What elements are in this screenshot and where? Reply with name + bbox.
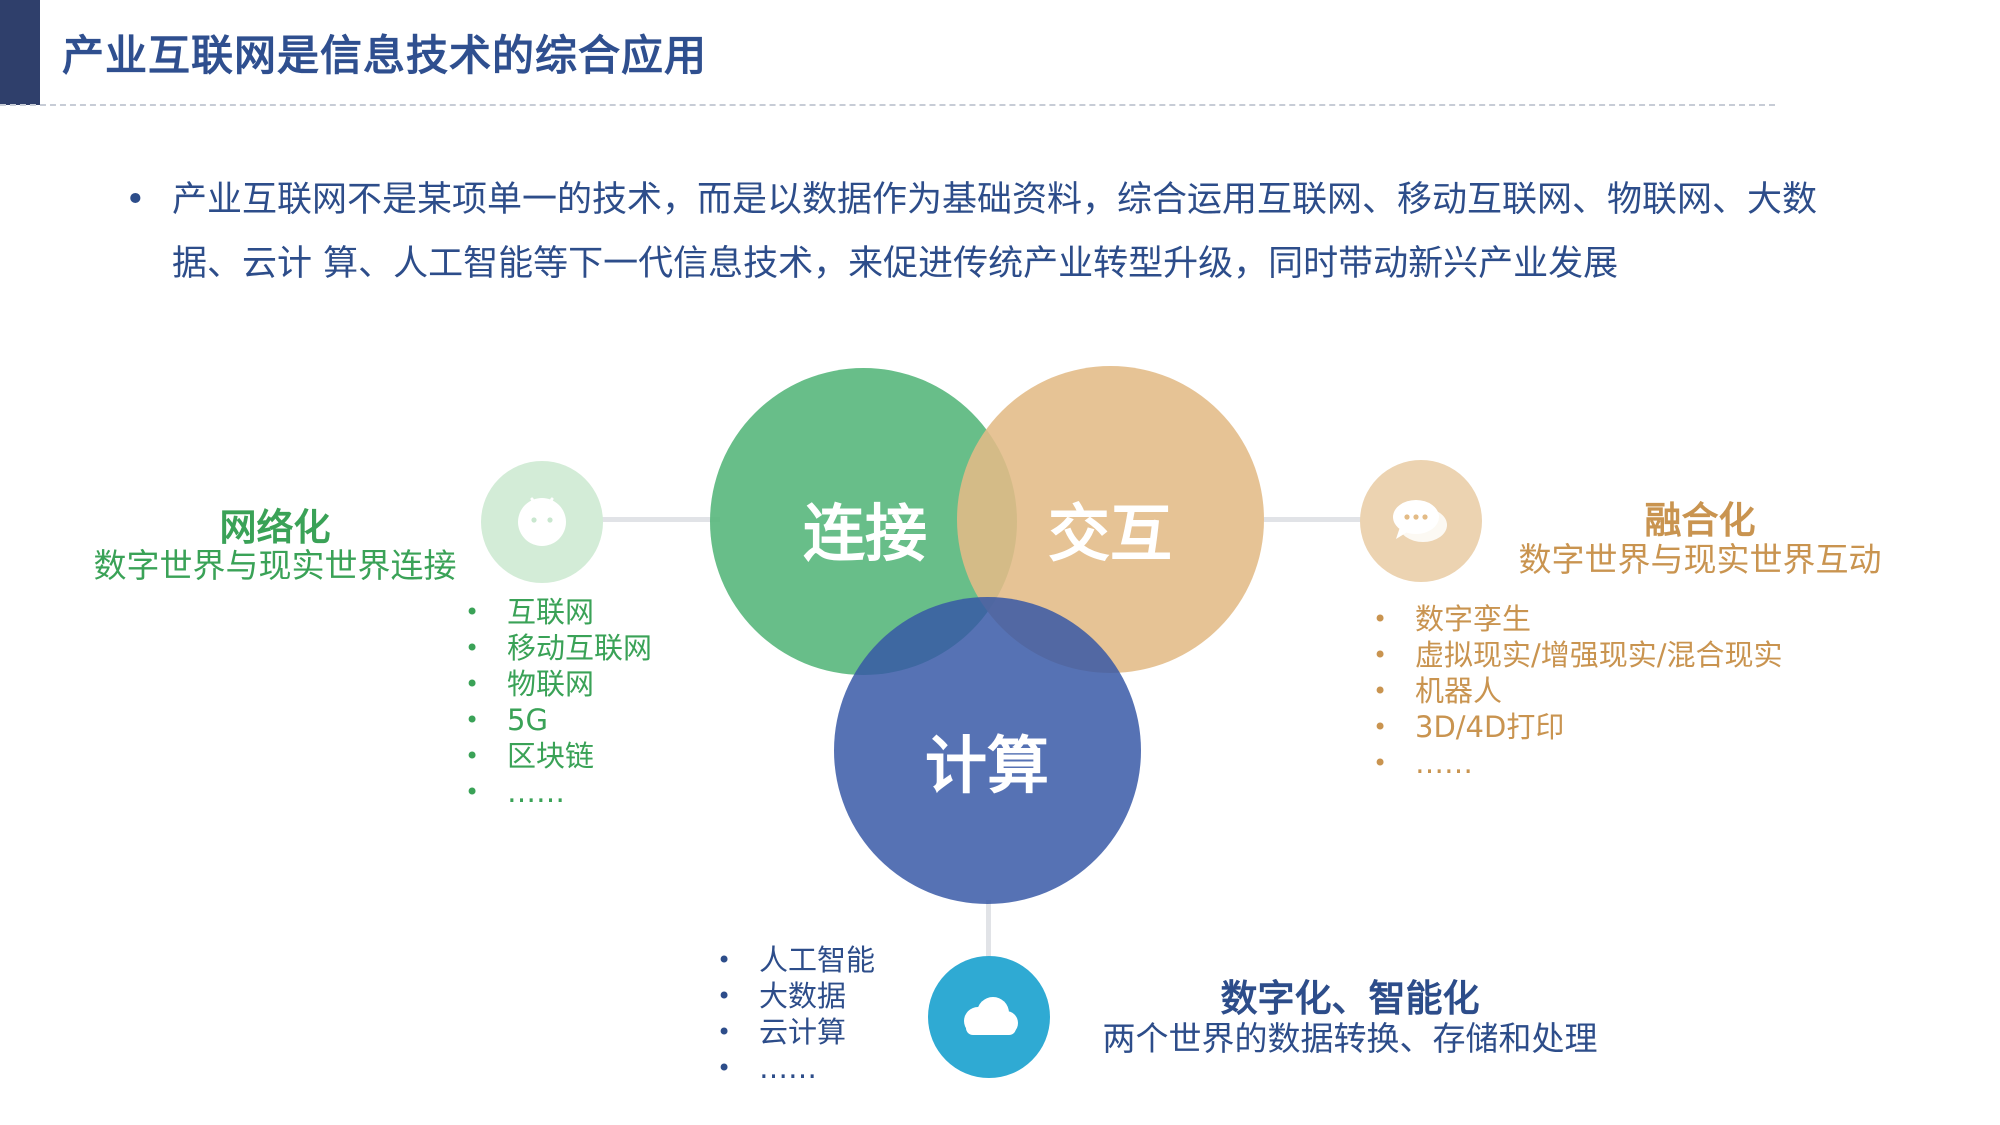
- networking-title: 网络化: [219, 506, 331, 549]
- list-item: 云计算: [717, 1014, 875, 1050]
- networking-list: 互联网 移动互联网 物联网 5G 区块链 ……: [465, 594, 652, 810]
- title-accent-bar: [0, 0, 40, 105]
- connect-label: 连接: [802, 497, 927, 570]
- digital-list: 人工智能 大数据 云计算 ……: [717, 942, 875, 1086]
- digital-subtitle: 两个世界的数据转换、存储和处理: [1102, 1019, 1598, 1058]
- page-title: 产业互联网是信息技术的综合应用: [62, 31, 708, 80]
- interact-label: 交互: [1047, 497, 1172, 570]
- connector-bottom: [986, 900, 991, 960]
- list-item: 人工智能: [717, 942, 875, 978]
- fusion-title: 融合化: [1644, 499, 1756, 542]
- list-item: 数字孪生: [1373, 601, 1783, 637]
- compute-label: 计算: [924, 729, 1049, 802]
- networking-subtitle: 数字世界与现实世界连接: [93, 546, 457, 585]
- chat-icon-circle: [1360, 460, 1482, 582]
- android-icon-circle: [481, 461, 603, 583]
- list-item: ……: [717, 1050, 875, 1086]
- intro-bullet: •: [125, 180, 146, 220]
- android-icon: [518, 497, 566, 546]
- list-item: ……: [1373, 745, 1783, 781]
- list-item: 移动互联网: [465, 630, 652, 666]
- list-item: 3D/4D打印: [1373, 709, 1783, 745]
- list-item: 物联网: [465, 666, 652, 702]
- cloud-icon-circle: [928, 956, 1050, 1078]
- connector-left: [600, 517, 720, 522]
- list-item: ……: [465, 774, 652, 810]
- list-item: 机器人: [1373, 673, 1783, 709]
- list-item: 互联网: [465, 594, 652, 630]
- intro-text: 产业互联网不是某项单一的技术，而是以数据作为基础资料，综合运用互联网、移动互联网…: [172, 180, 1818, 284]
- list-item: 大数据: [717, 978, 875, 1014]
- list-item: 5G: [465, 702, 652, 738]
- chat-icon: [1393, 500, 1447, 542]
- list-item: 区块链: [465, 738, 652, 774]
- fusion-subtitle: 数字世界与现实世界互动: [1518, 540, 1882, 579]
- digital-title: 数字化、智能化: [1220, 977, 1480, 1020]
- header-divider: [0, 104, 1775, 106]
- cloud-icon: [964, 997, 1018, 1035]
- list-item: 虚拟现实/增强现实/混合现实: [1373, 637, 1783, 673]
- compute-circle: [834, 597, 1141, 904]
- connector-right: [1264, 517, 1368, 522]
- fusion-list: 数字孪生 虚拟现实/增强现实/混合现实 机器人 3D/4D打印 ……: [1373, 601, 1783, 781]
